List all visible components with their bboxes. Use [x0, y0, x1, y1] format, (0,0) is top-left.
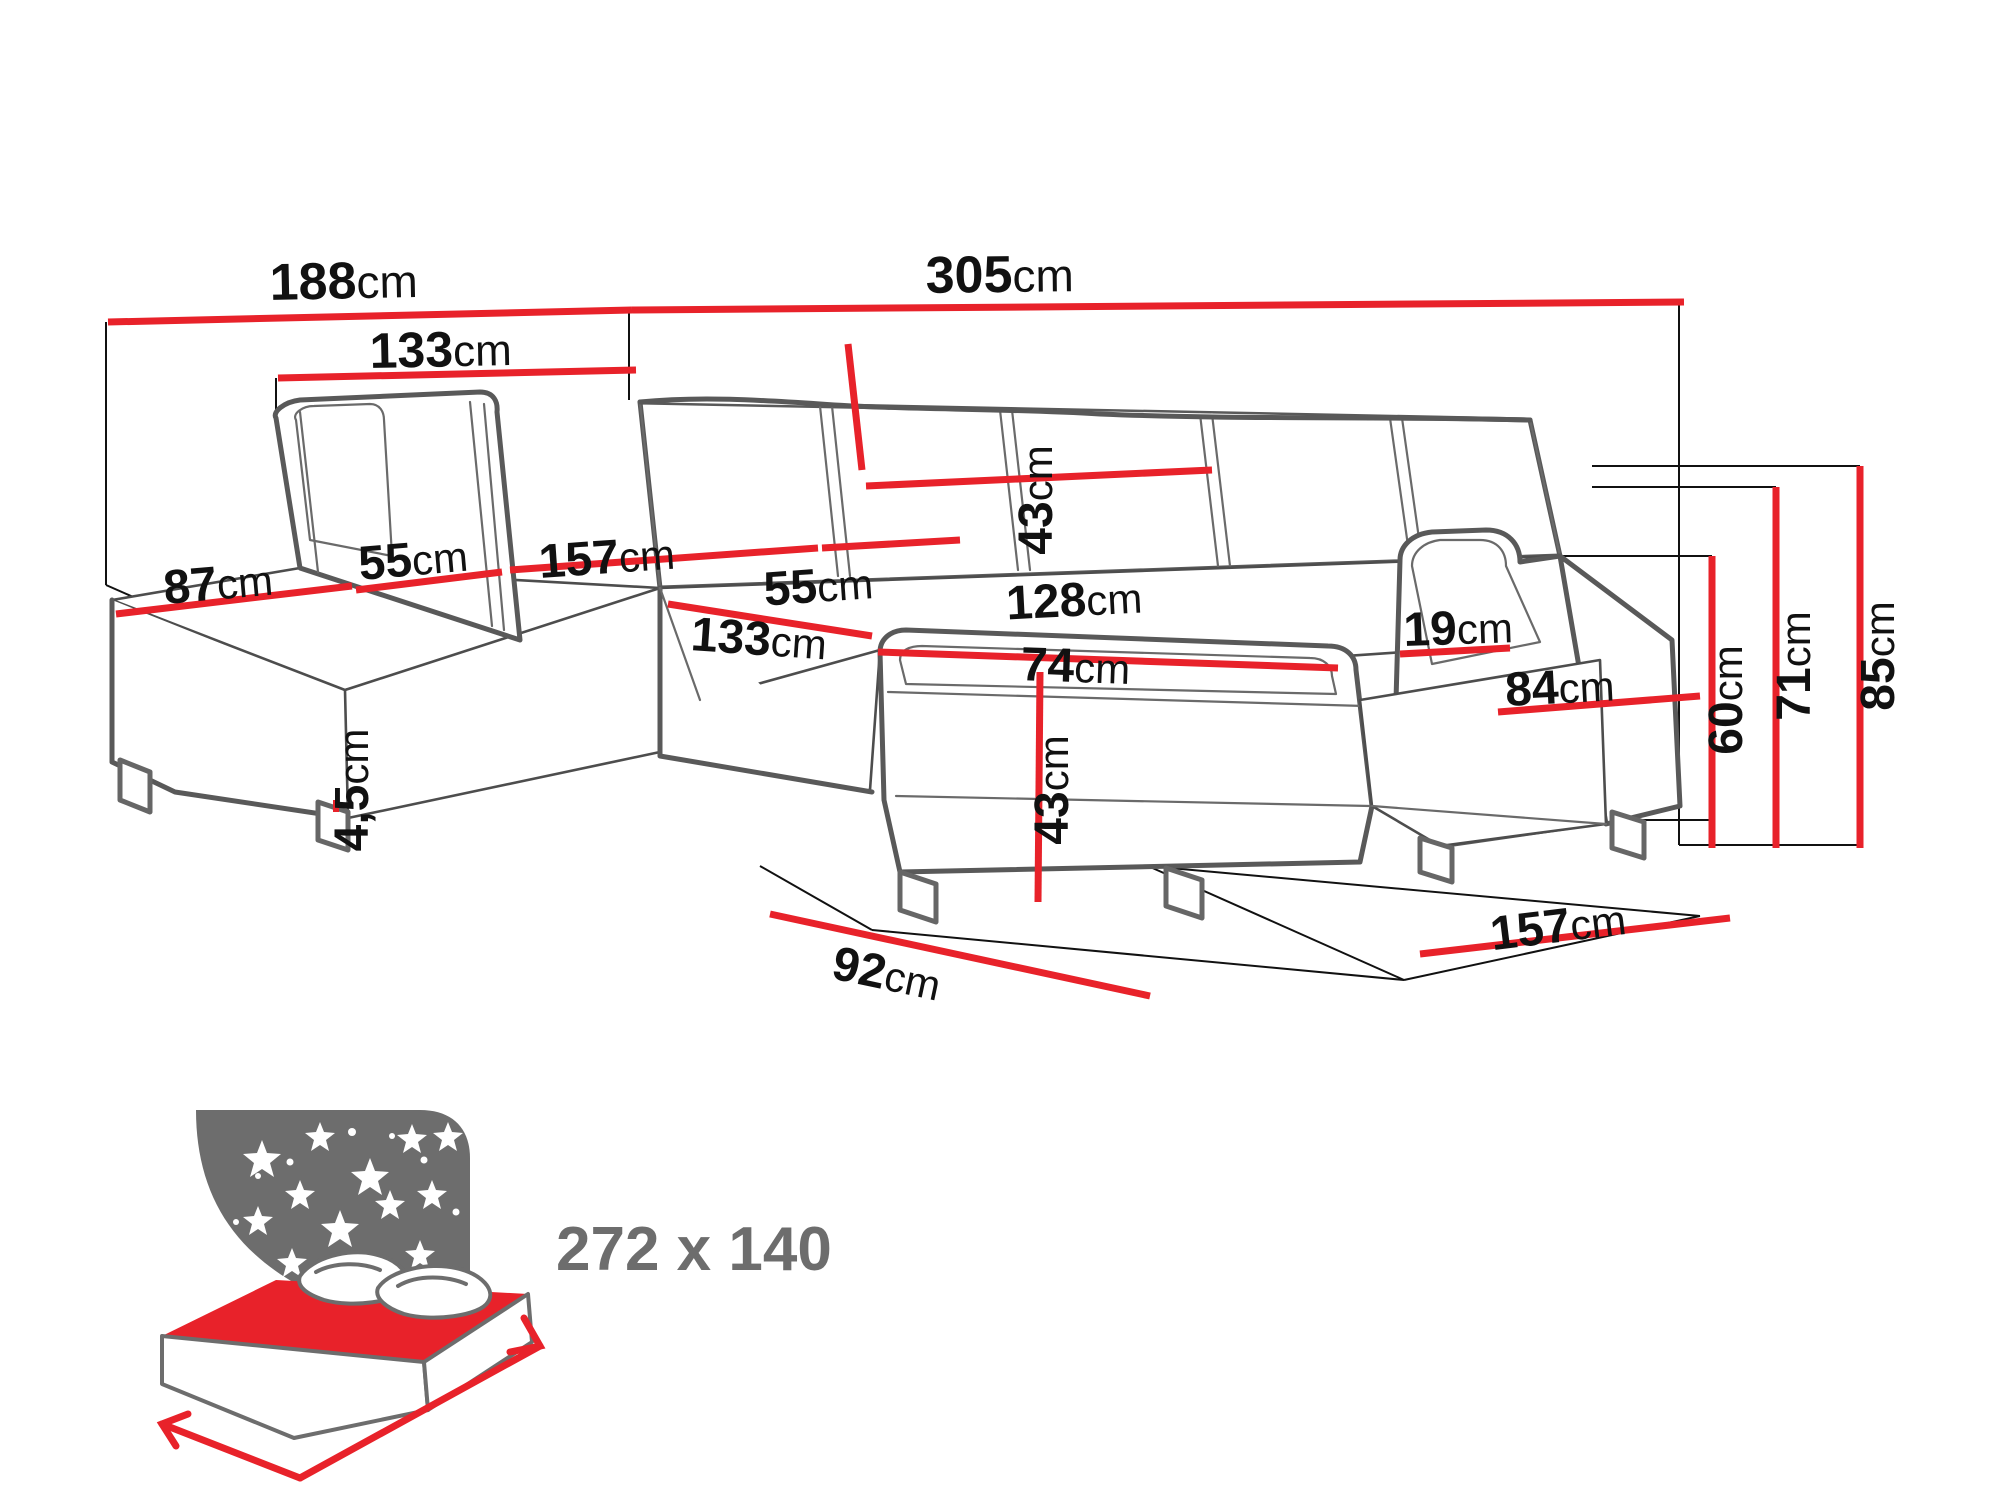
- pillow-right-fold: [396, 1275, 468, 1288]
- label-19: 19cm: [1403, 600, 1514, 657]
- backrest-left-cushion-2: [482, 402, 506, 632]
- dimline-43-backrest: [844, 343, 866, 471]
- leg-right-front: [1417, 835, 1455, 885]
- dimline-128: [865, 466, 1213, 490]
- corner-body-outline: [657, 585, 875, 795]
- label-60: 60cm: [1700, 645, 1753, 754]
- backrest-left-cushion-1: [298, 410, 320, 574]
- label-157-bottom: 157cm: [1487, 892, 1629, 961]
- label-43-backrest-pos: x: [1018, 382, 1071, 409]
- label-43-backrest: 43cm: [1010, 445, 1063, 554]
- backrest-left-cushion-3: [468, 400, 494, 628]
- dimline-133-top: [277, 366, 637, 382]
- pillow-right: [375, 1264, 493, 1320]
- mattress-arrow-side: [296, 1342, 544, 1482]
- corner-joint-seam: [658, 586, 702, 702]
- dimension-labels: 188cm 305cm 133cm 87cm: [161, 245, 1905, 1012]
- dimline-74: [877, 648, 1339, 672]
- ottoman-seam-top: [886, 690, 1366, 708]
- label-128: 128cm: [1005, 570, 1144, 630]
- dimline-92: [769, 910, 1151, 1000]
- label-188: 188cm: [269, 251, 418, 312]
- dimline-133-corner: [667, 600, 873, 640]
- leg-centre-left: [897, 869, 939, 925]
- leg-left-front: [117, 757, 153, 815]
- back-seam-2b: [1010, 408, 1032, 572]
- dimline-55-right: [821, 536, 961, 552]
- label-133-top: 133cm: [369, 320, 512, 379]
- mattress-arrow-front: [158, 1420, 304, 1482]
- back-seam-4: [1388, 416, 1412, 562]
- mattress-arrow-front-head: [156, 1410, 192, 1450]
- label-71: 71cm: [1768, 611, 1821, 720]
- label-87: 87cm: [161, 553, 275, 615]
- dimline-84: [1497, 692, 1701, 716]
- sleeping-area-size: 272 x 140: [556, 1215, 832, 1284]
- mattress-side-right: [422, 1292, 534, 1412]
- dimline-43-ottoman: [1034, 671, 1044, 903]
- leg-right-rear: [1609, 809, 1647, 861]
- back-seam-3: [1198, 412, 1220, 568]
- label-55-right: 55cm: [762, 556, 875, 617]
- right-arm-inner: [1410, 538, 1542, 666]
- label-74: 74cm: [1020, 638, 1131, 695]
- dimline-188: [107, 306, 633, 326]
- backrest-top-rail: [637, 396, 1533, 423]
- right-seat-seam: [1370, 804, 1608, 826]
- label-133-corner: 133cm: [689, 608, 828, 670]
- sofa-illustration: [109, 389, 1683, 925]
- moon-crescent: [196, 1110, 300, 1286]
- dimline-157-seat: [509, 544, 819, 574]
- back-panel-edge-right: [1528, 418, 1562, 558]
- dimline-87: [115, 582, 353, 618]
- mattress-arrow-side-head: [506, 1314, 546, 1356]
- dimline-55-left: [355, 568, 503, 594]
- label-45: 4,5cm: [326, 729, 379, 852]
- label-55-left: 55cm: [356, 529, 470, 591]
- extension-lines: [105, 300, 1860, 981]
- dimline-305: [631, 298, 1685, 314]
- sleeping-area-icon: 272 x 140: [156, 1110, 832, 1482]
- label-85: 85cm: [1852, 601, 1905, 710]
- label-43-ottoman: 43cm: [1026, 735, 1079, 844]
- mattress-base: [160, 1334, 430, 1440]
- left-wing-pillow: [294, 402, 394, 558]
- label-84: 84cm: [1504, 658, 1616, 717]
- ottoman-seam-bottom: [894, 794, 1372, 808]
- pillow-left-fold: [314, 1262, 382, 1274]
- back-seam-3b: [1210, 412, 1232, 568]
- back-seam-2: [998, 408, 1020, 572]
- label-157-seat: 157cm: [537, 527, 676, 589]
- dimension-lines: [107, 298, 1864, 1000]
- leg-centre-right: [1163, 865, 1205, 921]
- label-305: 305cm: [925, 245, 1074, 305]
- dimline-19: [1399, 644, 1511, 658]
- label-92: 92cm: [828, 937, 946, 1012]
- dimline-157-bottom: [1419, 914, 1731, 958]
